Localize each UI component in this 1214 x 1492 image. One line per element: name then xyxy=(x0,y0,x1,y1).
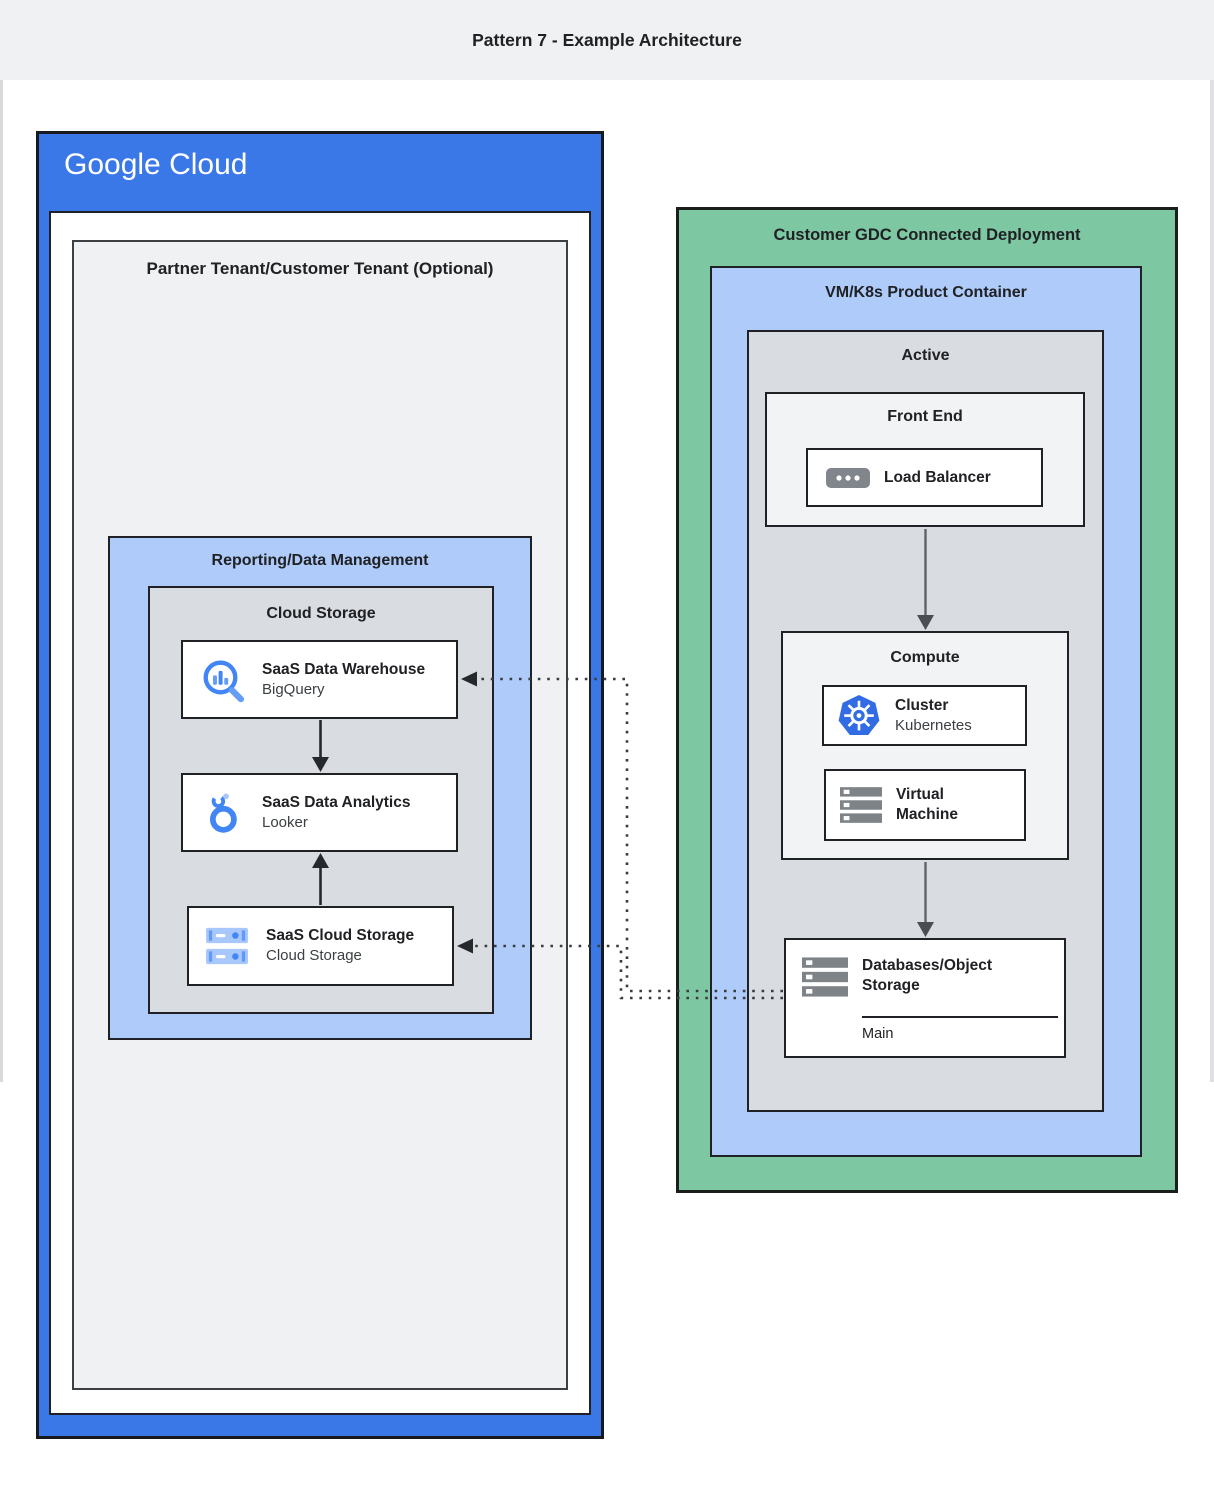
saas-data-analytics-card: SaaS Data Analytics Looker xyxy=(181,773,458,852)
vmk8s-box: VM/K8s Product Container Active Front En… xyxy=(710,266,1142,1157)
front-end-title: Front End xyxy=(887,408,963,425)
bigquery-icon xyxy=(198,655,248,705)
gdc-title: Customer GDC Connected Deployment xyxy=(773,226,1081,244)
databases-title: Databases/Object Storage xyxy=(862,957,993,994)
card-subtitle: Kubernetes xyxy=(895,716,972,734)
cluster-card: Cluster Kubernetes xyxy=(822,685,1027,746)
databases-card: Databases/Object Storage Main xyxy=(784,938,1066,1058)
front-end-box: Front End Load Balancer xyxy=(765,392,1085,527)
left-edge-line xyxy=(0,80,3,1082)
header-bar: Pattern 7 - Example Architecture xyxy=(0,0,1214,80)
page-title: Pattern 7 - Example Architecture xyxy=(472,29,742,50)
virtual-machine-card: Virtual Machine xyxy=(824,769,1026,841)
load-balancer-icon xyxy=(826,467,870,488)
partner-tenant-title: Partner Tenant/Customer Tenant (Optional… xyxy=(146,259,494,278)
card-title: Cluster xyxy=(895,696,949,714)
storage-stack-icon xyxy=(802,957,848,997)
card-title: Load Balancer xyxy=(884,468,991,486)
reporting-title: Reporting/Data Management xyxy=(211,552,429,569)
databases-main-label: Main xyxy=(862,1026,894,1042)
vmk8s-title: VM/K8s Product Container xyxy=(825,284,1027,301)
partner-tenant-box: Partner Tenant/Customer Tenant (Optional… xyxy=(72,240,568,1390)
virtual-machine-icon xyxy=(840,787,882,823)
google-cloud-container: Google Cloud Partner Tenant/Customer Ten… xyxy=(36,131,604,1439)
reporting-box: Reporting/Data Management Cloud Storage xyxy=(108,536,532,1040)
saas-data-warehouse-card: SaaS Data Warehouse BigQuery xyxy=(181,640,458,719)
saas-cloud-storage-card: SaaS Cloud Storage Cloud Storage xyxy=(187,906,454,986)
card-title: Virtual Machine xyxy=(896,786,959,823)
cloud-storage-box: Cloud Storage xyxy=(148,586,494,1014)
card-subtitle: Looker xyxy=(262,813,308,831)
compute-box: Compute xyxy=(781,631,1069,860)
gdc-container: Customer GDC Connected Deployment VM/K8s… xyxy=(676,207,1178,1193)
card-subtitle: BigQuery xyxy=(262,680,325,698)
cloud-storage-title: Cloud Storage xyxy=(266,605,376,622)
card-title: SaaS Cloud Storage xyxy=(266,927,415,944)
cloud-storage-icon xyxy=(204,926,250,966)
active-title: Active xyxy=(901,347,950,364)
active-box: Active Front End xyxy=(747,330,1104,1112)
databases-divider xyxy=(862,1016,1058,1018)
looker-icon xyxy=(200,790,246,836)
load-balancer-card: Load Balancer xyxy=(806,448,1043,507)
card-title: SaaS Data Analytics xyxy=(262,793,411,811)
compute-title: Compute xyxy=(890,649,960,666)
kubernetes-icon xyxy=(835,694,883,738)
google-cloud-inner-panel: Partner Tenant/Customer Tenant (Optional… xyxy=(49,211,591,1415)
card-subtitle: Cloud Storage xyxy=(266,947,362,964)
right-edge-line xyxy=(1210,80,1214,1082)
card-title: SaaS Data Warehouse xyxy=(262,660,426,678)
google-cloud-logo: Google Cloud xyxy=(64,148,248,181)
